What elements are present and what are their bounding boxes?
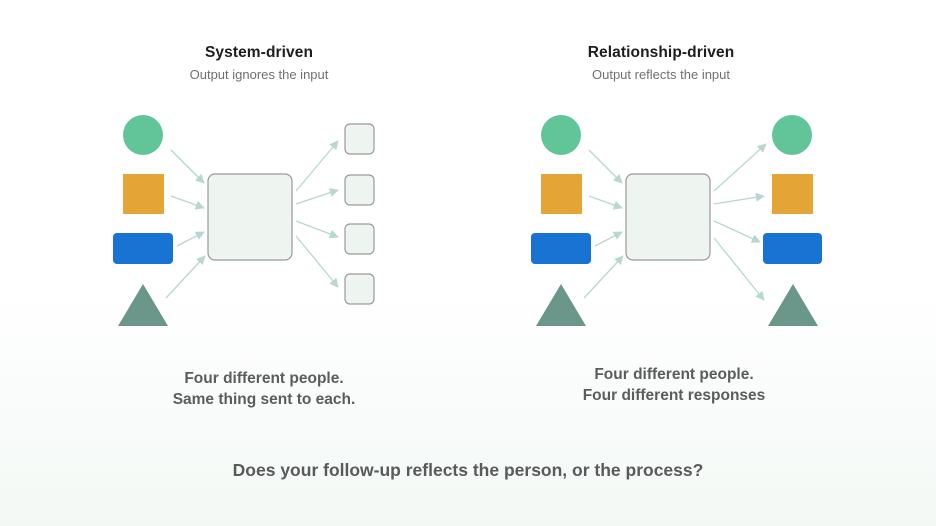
left-arrow-out-1 [295, 140, 339, 192]
relationship-driven-caption-line2: Four different responses [582, 387, 766, 404]
right-output-rect [763, 233, 822, 264]
system-driven-caption-line1: Four different people. [184, 370, 344, 387]
right-arrow-in-1 [588, 149, 623, 184]
left-arrow-in-2 [170, 195, 205, 210]
system-driven-caption-line2: Same thing sent to each. [172, 391, 356, 408]
system-driven-title: System-driven [204, 44, 314, 61]
right-output-square [772, 174, 813, 214]
system-driven-subtitle: Output ignores the input [189, 67, 329, 82]
right-input-circle [541, 115, 581, 155]
relationship-driven-diagram [531, 115, 822, 326]
left-output-4 [344, 273, 375, 305]
right-arrow-in-3 [594, 231, 623, 247]
left-output-2 [344, 174, 375, 206]
left-square-person [123, 174, 164, 214]
right-arrow-out-2 [713, 192, 765, 205]
left-process-box [207, 173, 293, 261]
right-input-square [541, 174, 582, 214]
relationship-driven-caption-line1: Four different people. [594, 366, 754, 383]
right-arrow-in-2 [588, 195, 623, 210]
left-circle-person [123, 115, 163, 155]
left-arrow-in-3 [176, 231, 205, 247]
relationship-driven-subtitle: Output reflects the input [591, 67, 731, 82]
left-rect-person [113, 233, 173, 264]
left-output-3 [344, 223, 375, 255]
system-driven-diagram [113, 115, 375, 326]
right-process-box [625, 173, 711, 261]
right-arrow-out-1 [713, 143, 767, 192]
right-arrow-out-3 [713, 220, 761, 243]
right-output-triangle [768, 284, 818, 326]
relationship-driven-title: Relationship-driven [587, 44, 735, 61]
left-arrow-in-1 [170, 149, 205, 184]
right-arrow-in-4 [583, 255, 624, 299]
left-output-1 [344, 123, 375, 155]
left-arrow-in-4 [165, 255, 206, 299]
left-triangle-person [118, 284, 168, 326]
right-output-circle [772, 115, 812, 155]
right-input-triangle [536, 284, 586, 326]
left-arrow-out-2 [295, 188, 339, 205]
right-arrow-out-4 [713, 237, 765, 301]
relationship-driven-caption: Four different people. Four different re… [524, 364, 824, 406]
left-arrow-out-4 [295, 235, 339, 288]
system-driven-caption: Four different people. Same thing sent t… [114, 368, 414, 410]
left-arrow-out-3 [295, 220, 339, 239]
closing-question: Does your follow-up reflects the person,… [232, 460, 704, 480]
right-input-rect [531, 233, 591, 264]
